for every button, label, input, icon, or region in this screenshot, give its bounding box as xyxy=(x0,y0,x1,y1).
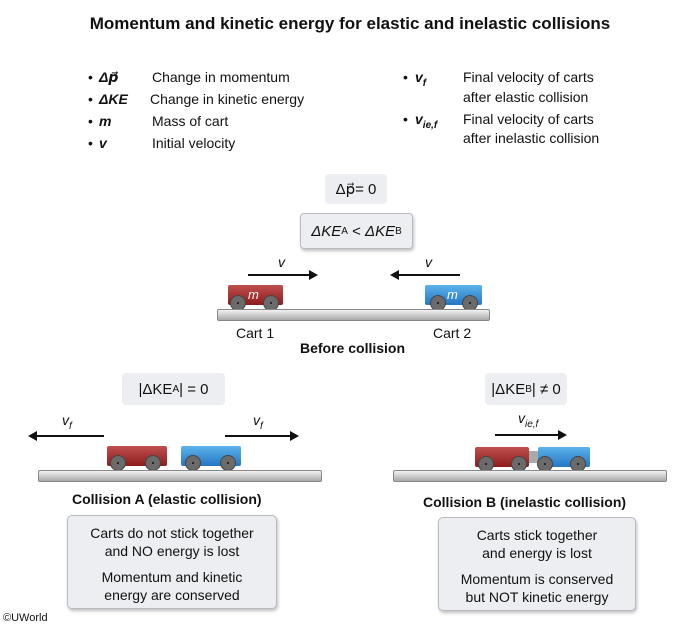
velocity-label: vf xyxy=(62,412,72,432)
legend-desc: after elastic collision xyxy=(463,89,589,105)
diagram-title: Momentum and kinetic energy for elastic … xyxy=(89,14,611,33)
wheel-icon xyxy=(110,455,126,471)
velocity-label: v xyxy=(278,254,285,270)
wheel-icon xyxy=(220,455,236,471)
arrow-left-icon xyxy=(28,431,104,441)
wheel-icon xyxy=(145,455,161,471)
bullet: • xyxy=(88,135,93,151)
legend-desc: after inelastic collision xyxy=(463,130,600,146)
legend-desc: Final velocity of carts xyxy=(463,111,594,127)
bullet: • xyxy=(403,69,408,85)
legend-symbol: Δp⃗ xyxy=(99,69,119,85)
legend-symbol: vie,f xyxy=(415,111,438,131)
bullet: • xyxy=(88,91,93,107)
arrow-right-icon xyxy=(248,270,318,280)
collision-b-caption: Collision B (inelastic collision) xyxy=(423,494,627,510)
velocity-label: vie,f xyxy=(518,410,539,430)
legend-desc: Mass of cart xyxy=(152,113,229,129)
legend-symbol: ΔKE xyxy=(99,91,128,107)
legend-symbol: v xyxy=(99,135,107,151)
mass-label: m xyxy=(248,287,259,302)
copyright: ©UWorld xyxy=(3,612,48,624)
mass-label: m xyxy=(447,287,458,302)
legend-desc: Final velocity of carts xyxy=(463,69,594,85)
cart-2-label: Cart 2 xyxy=(433,325,472,341)
arrow-left-icon xyxy=(390,270,460,280)
legend-symbol: vf xyxy=(415,69,427,89)
track xyxy=(38,470,322,482)
bullet: • xyxy=(403,111,408,127)
wheel-icon xyxy=(263,295,279,311)
legend-desc: Change in kinetic energy xyxy=(150,91,305,107)
before-caption: Before collision xyxy=(300,340,406,356)
legend-desc: Change in momentum xyxy=(152,69,290,85)
velocity-label: v xyxy=(425,254,432,270)
cart-1-label: Cart 1 xyxy=(236,325,275,341)
arrow-right-icon xyxy=(225,431,299,441)
bullet: • xyxy=(88,113,93,129)
legend-desc: Initial velocity xyxy=(152,135,236,151)
legend-symbol: m xyxy=(99,113,112,129)
momentum-equation: Δp⃗ = 0 xyxy=(325,174,387,204)
wheel-icon xyxy=(185,455,201,471)
bullet: • xyxy=(88,69,93,85)
track xyxy=(217,309,490,321)
arrow-right-icon xyxy=(495,430,567,440)
collision-a-caption: Collision A (elastic collision) xyxy=(72,491,262,507)
track xyxy=(393,470,667,482)
wheel-icon xyxy=(478,456,494,472)
velocity-label: vf xyxy=(253,412,263,432)
coupler xyxy=(529,451,538,463)
